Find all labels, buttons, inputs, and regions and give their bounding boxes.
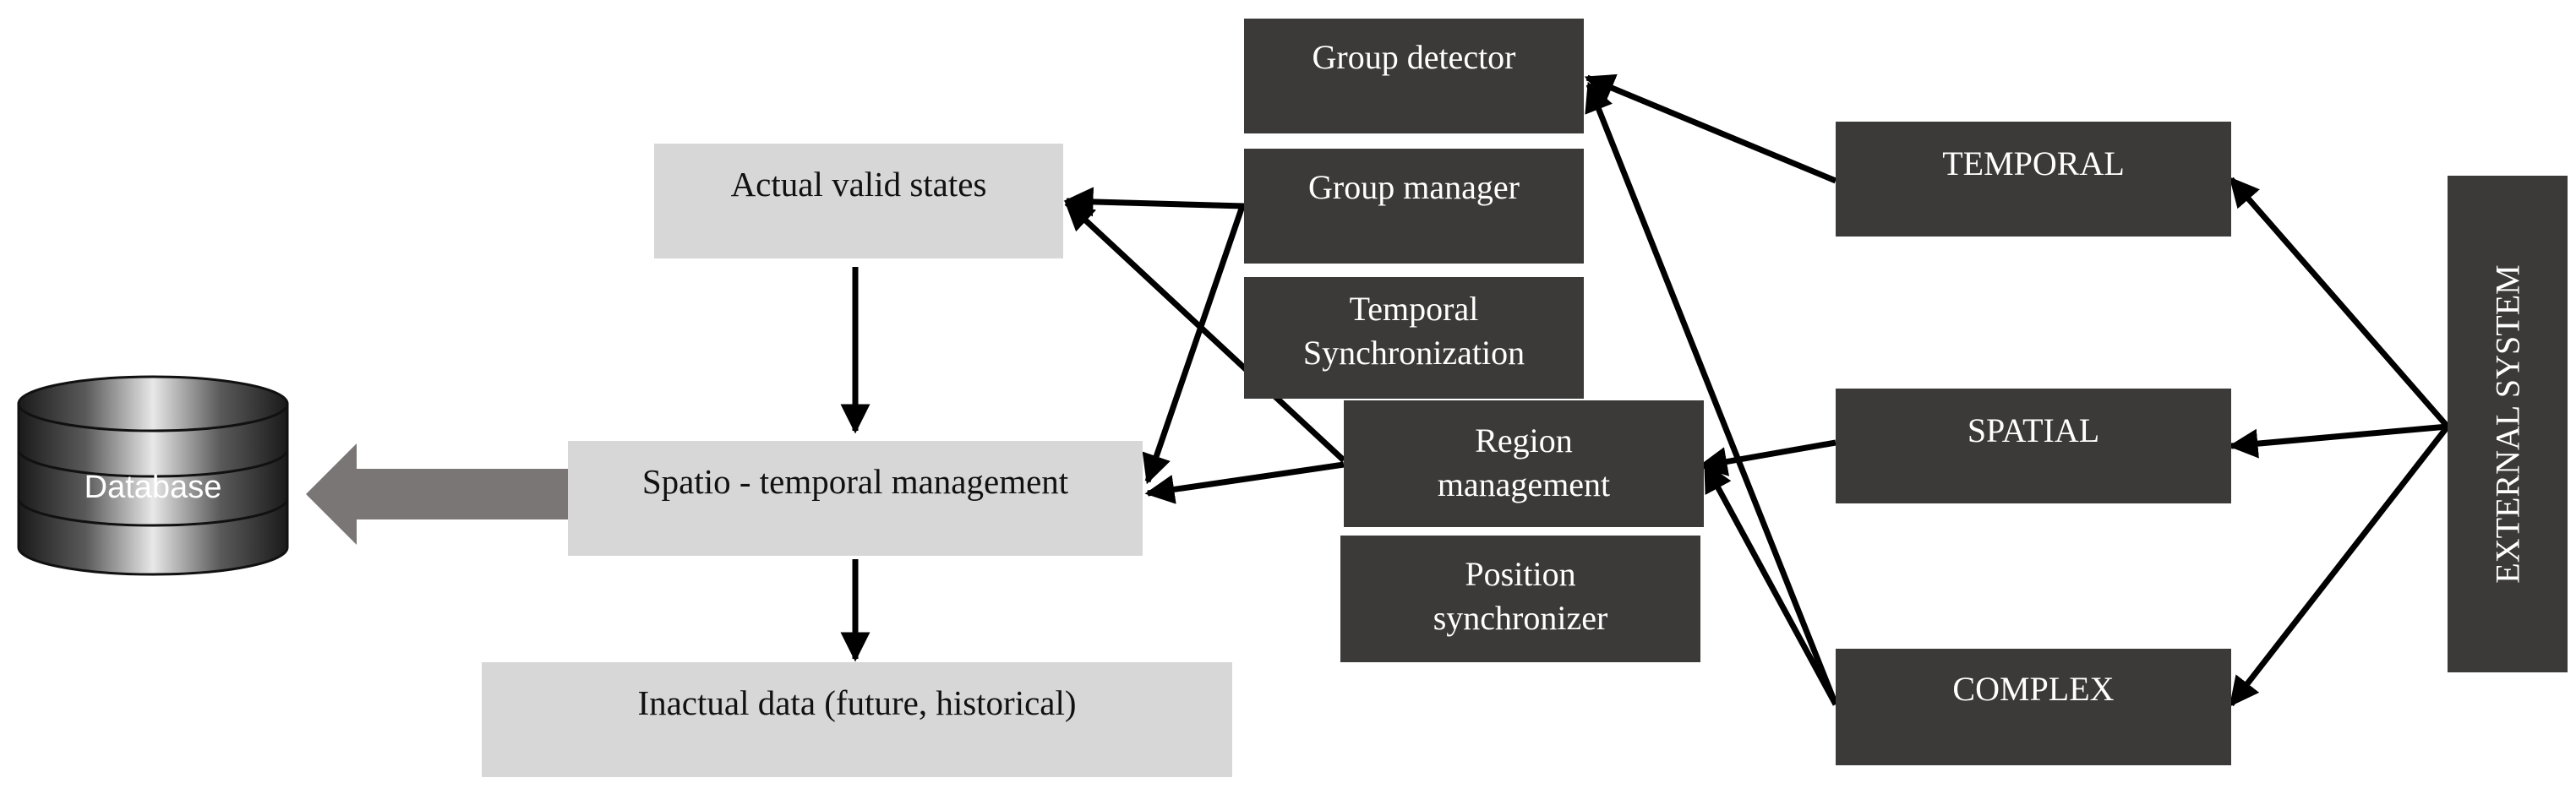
inactual-data-box: Inactual data (future, historical) bbox=[482, 662, 1232, 777]
arrow-groupmanager-to-actual bbox=[1063, 187, 1245, 217]
arrow-complex-to-region bbox=[1702, 461, 1839, 706]
actual-valid-states-box: Actual valid states bbox=[654, 144, 1063, 258]
region-management-box: Region management bbox=[1344, 400, 1704, 527]
arrow-spatial-to-region bbox=[1697, 439, 1836, 476]
external-system-box: EXTERNAL SYSTEM bbox=[2448, 176, 2568, 672]
arrow-temporal-to-groupdetector bbox=[1584, 73, 1837, 184]
arrow-external-to-complex bbox=[2229, 424, 2450, 707]
arrow-region-to-spatio bbox=[1144, 461, 1345, 504]
arrow-external-to-spatial bbox=[2228, 423, 2448, 459]
spatio-temporal-management-label: Spatio - temporal management bbox=[641, 462, 1069, 501]
actual-valid-states-label: Actual valid states bbox=[730, 165, 987, 204]
spatio-temporal-management-box: Spatio - temporal management bbox=[568, 441, 1143, 556]
group-manager-box: Group manager bbox=[1244, 149, 1584, 264]
arrow-external-to-temporal bbox=[2229, 177, 2450, 429]
arrow-complex-to-groupdetector bbox=[1585, 81, 1839, 706]
inactual-data-label: Inactual data (future, historical) bbox=[637, 683, 1077, 722]
complex-label: COMPLEX bbox=[1952, 670, 2115, 708]
temporal-synchronization-box: Temporal Synchronization bbox=[1244, 277, 1584, 399]
database-icon bbox=[17, 375, 289, 576]
temporal-box: TEMPORAL bbox=[1836, 122, 2231, 237]
spatial-box: SPATIAL bbox=[1836, 389, 2231, 503]
position-synchronizer-label: Position synchronizer bbox=[1433, 555, 1608, 637]
position-synchronizer-box: Position synchronizer bbox=[1340, 536, 1700, 662]
group-detector-label: Group detector bbox=[1312, 38, 1516, 76]
group-detector-box: Group detector bbox=[1244, 19, 1584, 133]
temporal-label: TEMPORAL bbox=[1942, 144, 2125, 182]
group-manager-label: Group manager bbox=[1308, 168, 1520, 206]
spatial-label: SPATIAL bbox=[1967, 411, 2100, 449]
arrow-groupmanager-to-spatio bbox=[1142, 204, 1246, 485]
database-label: Database bbox=[84, 470, 222, 505]
external-system-label: EXTERNAL SYSTEM bbox=[2488, 264, 2527, 584]
big-arrow-to-database bbox=[306, 443, 581, 545]
complex-box: COMPLEX bbox=[1836, 649, 2231, 765]
arrow-region-to-actual bbox=[1064, 200, 1346, 463]
region-management-label: Region management bbox=[1437, 421, 1611, 503]
temporal-synchronization-label: Temporal Synchronization bbox=[1302, 290, 1525, 372]
